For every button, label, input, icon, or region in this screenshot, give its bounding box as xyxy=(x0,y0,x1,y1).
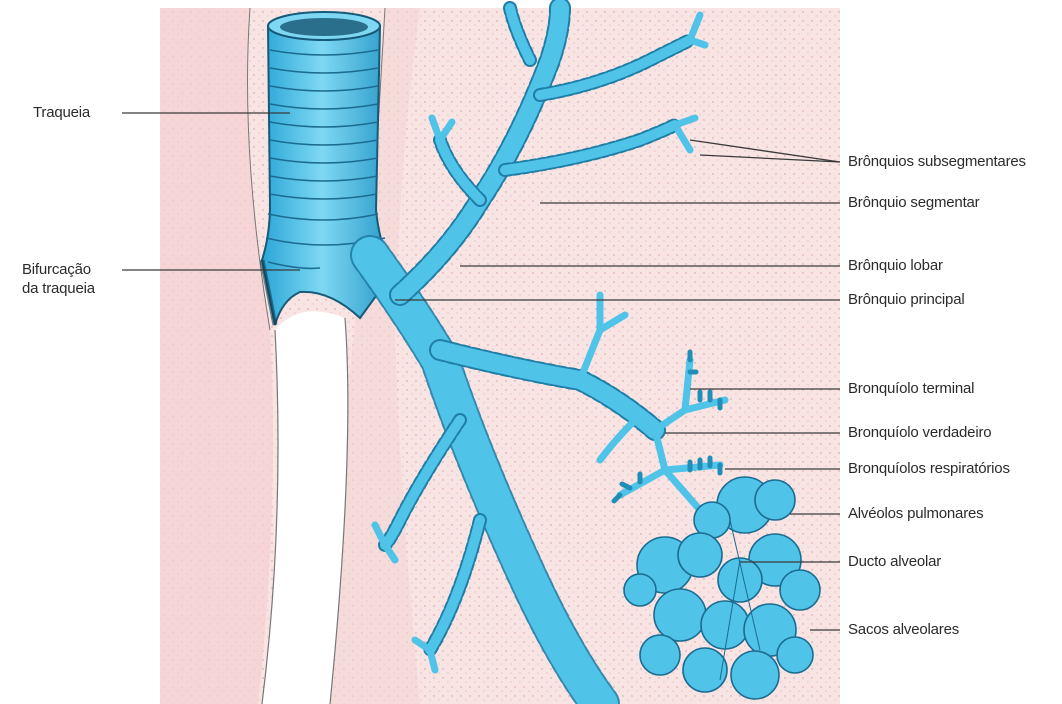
label-traqueia: Traqueia xyxy=(33,103,90,122)
label-bronquio-segmentar: Brônquio segmentar xyxy=(848,193,979,212)
label-bronquiolo-terminal: Bronquíolo terminal xyxy=(848,379,974,398)
label-bifurcacao-line2: da traqueia xyxy=(22,279,95,298)
label-bifurcacao-line1: Bifurcação xyxy=(22,260,91,279)
label-bronquiolos-respiratorios: Bronquíolos respiratórios xyxy=(848,459,1010,478)
label-bronquios-subsegmentares: Brônquios subsegmentares xyxy=(848,152,1026,171)
label-alveolos-pulmonares: Alvéolos pulmonares xyxy=(848,504,983,523)
label-bronquio-lobar: Brônquio lobar xyxy=(848,256,943,275)
label-sacos-alveolares: Sacos alveolares xyxy=(848,620,959,639)
label-ducto-alveolar: Ducto alveolar xyxy=(848,552,941,571)
label-bronquiolo-verdadeiro: Bronquíolo verdadeiro xyxy=(848,423,991,442)
label-bronquio-principal: Brônquio principal xyxy=(848,290,964,309)
